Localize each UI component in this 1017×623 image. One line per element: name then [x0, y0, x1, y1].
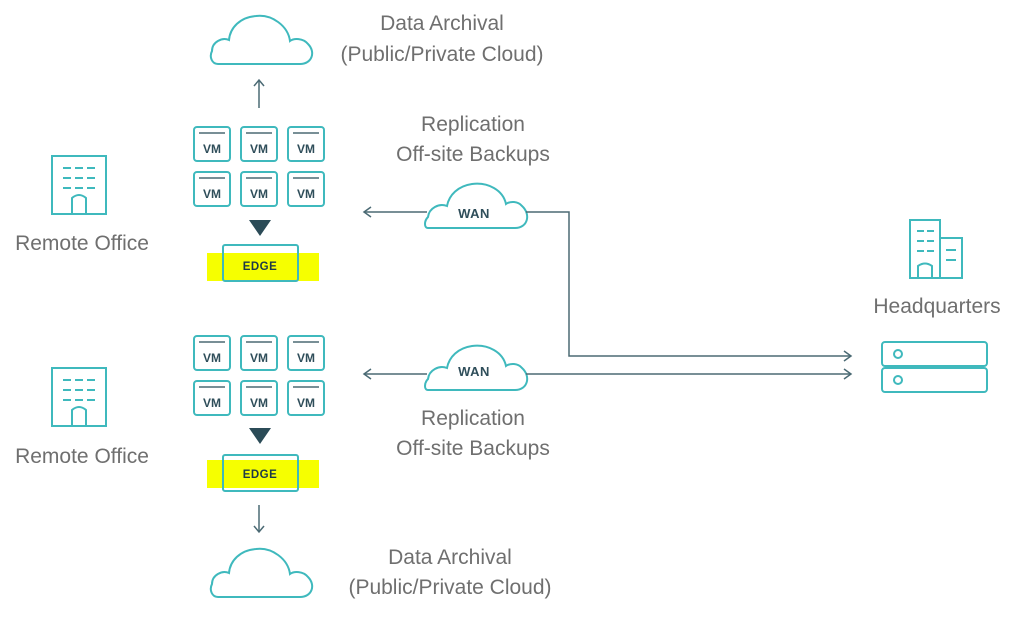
- building-icon: [51, 155, 107, 215]
- edge-highlight: [207, 253, 319, 281]
- vm-icon: VM: [240, 380, 278, 416]
- cloud-icon: [209, 14, 314, 65]
- bottom-office-label: Remote Office: [15, 445, 149, 468]
- headquarters: Headquarters: [873, 219, 1001, 393]
- top-cloud-label-line2: (Public/Private Cloud): [340, 43, 543, 66]
- vm-label: VM: [203, 351, 221, 365]
- triangle-down-icon: [249, 220, 271, 236]
- top-site: Data Archival (Public/Private Cloud) Rem…: [15, 12, 853, 362]
- bottom-cloud-label-line1: Data Archival: [388, 546, 512, 569]
- vm-grid: VM VM VM VM VM: [193, 126, 325, 207]
- top-wan-to-hq-line: [526, 211, 851, 357]
- bottom-site: Remote Office VM VM VM VM: [15, 335, 853, 599]
- vm-icon: VM: [240, 126, 278, 162]
- top-cloud-label-line1: Data Archival: [380, 12, 504, 35]
- vm-label: VM: [250, 187, 268, 201]
- bottom-wan-label: WAN: [458, 364, 490, 379]
- arrow-right-icon: [843, 368, 853, 380]
- server-icon: [881, 341, 988, 393]
- top-office-label: Remote Office: [15, 232, 149, 255]
- vm-icon: VM: [240, 171, 278, 207]
- building-icon: [51, 367, 107, 427]
- vm-label: VM: [297, 351, 315, 365]
- vm-label: VM: [203, 396, 221, 410]
- cloud-icon: [424, 182, 529, 229]
- bottom-edge-label: EDGE: [243, 469, 278, 481]
- arrow-up-head: [253, 78, 265, 87]
- vm-label: VM: [203, 187, 221, 201]
- bottom-cloud-label-line2: (Public/Private Cloud): [348, 576, 551, 599]
- edge-box: [222, 454, 299, 492]
- vm-icon: VM: [193, 380, 231, 416]
- buildings-icon: [909, 219, 963, 279]
- arrow-left-icon: [362, 206, 372, 218]
- vm-icon: VM: [287, 171, 325, 207]
- vm-label: VM: [250, 142, 268, 156]
- bottom-replication-line2: Off-site Backups: [396, 437, 550, 460]
- arrow-right-icon: [843, 350, 853, 362]
- arrow-left-icon: [362, 368, 372, 380]
- vm-icon: VM: [240, 335, 278, 371]
- vm-icon: VM: [193, 335, 231, 371]
- vm-label: VM: [203, 142, 221, 156]
- top-edge-label: EDGE: [243, 261, 278, 273]
- hq-label: Headquarters: [873, 295, 1000, 318]
- vm-icon: VM: [193, 126, 231, 162]
- vm-icon: VM: [287, 380, 325, 416]
- vm-label: VM: [250, 351, 268, 365]
- vm-label: VM: [297, 142, 315, 156]
- arrow-down-head: [253, 525, 265, 534]
- vm-label: VM: [250, 396, 268, 410]
- vm-grid: VM VM VM VM VM: [193, 335, 325, 416]
- bottom-replication-line1: Replication: [421, 407, 525, 430]
- vm-label: VM: [297, 396, 315, 410]
- edge-box: [222, 244, 299, 282]
- vm-icon: VM: [193, 171, 231, 207]
- vm-label: VM: [297, 187, 315, 201]
- top-wan-label: WAN: [458, 206, 490, 221]
- cloud-icon: [209, 547, 314, 598]
- cloud-icon: [424, 344, 529, 391]
- vm-icon: VM: [287, 335, 325, 371]
- edge-highlight: [207, 460, 319, 488]
- top-replication-line1: Replication: [421, 113, 525, 136]
- top-replication-line2: Off-site Backups: [396, 143, 550, 166]
- triangle-down-icon: [249, 428, 271, 444]
- vm-icon: VM: [287, 126, 325, 162]
